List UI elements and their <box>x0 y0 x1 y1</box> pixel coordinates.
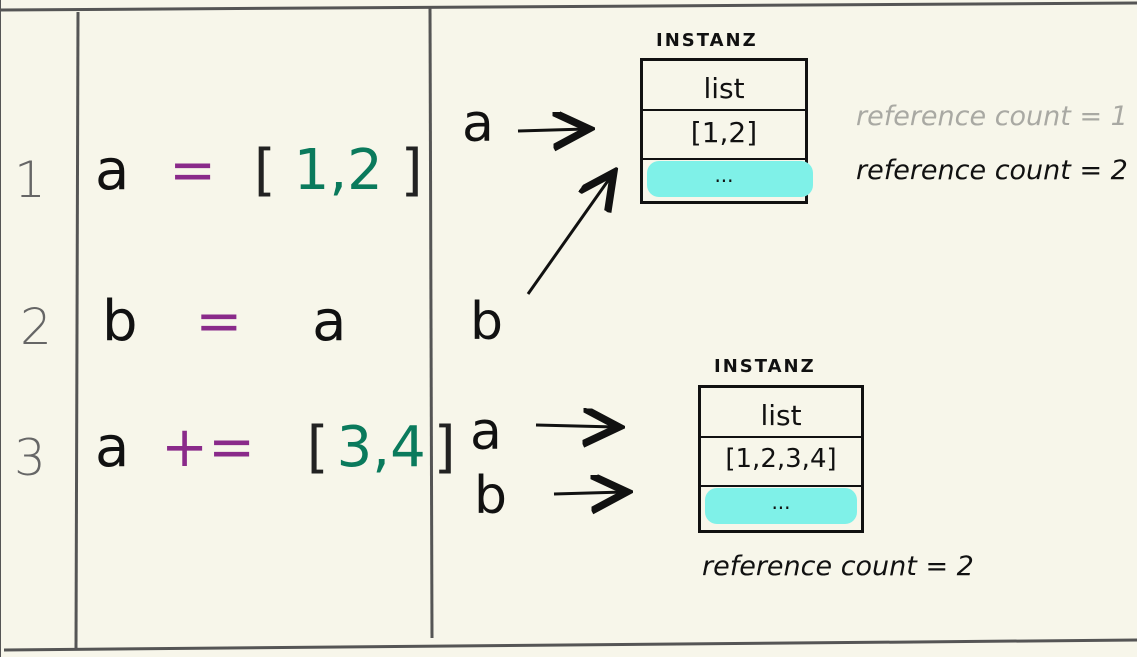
code-line-2: b = a <box>102 294 346 350</box>
top-instance-divider <box>643 158 805 160</box>
top-instance-caption: INSTANZ <box>656 30 758 51</box>
bottom-instance-divider <box>701 436 861 438</box>
bottom-instance-value: [1,2,3,4] <box>725 444 837 474</box>
code-line-1: a = [1,2] <box>95 143 423 199</box>
code-bracket-close: ] <box>433 415 456 480</box>
top-instance-type: list <box>703 72 745 105</box>
line-number-2: 2 <box>20 298 52 356</box>
top-refcount-old: reference count = 1 <box>856 101 1128 132</box>
top-label-a: a <box>462 94 494 154</box>
top-instance-divider <box>643 109 805 111</box>
bottom-label-a: a <box>470 402 502 462</box>
code-operator: = <box>195 289 243 354</box>
top-instance-value: [1,2] <box>690 116 758 149</box>
bottom-instance-highlight <box>705 488 857 524</box>
bottom-instance-type: list <box>760 399 802 432</box>
bottom-instance-caption: INSTANZ <box>714 356 816 377</box>
line-number-3: 3 <box>14 429 46 487</box>
code-rhs: a <box>312 289 347 354</box>
code-operator: += <box>161 415 255 480</box>
bottom-instance-ellipsis: ... <box>771 490 791 514</box>
code-var: b <box>102 289 138 354</box>
top-label-b: b <box>470 292 504 352</box>
top-refcount-new: reference count = 2 <box>856 155 1128 186</box>
code-bracket-open: [ <box>306 415 329 480</box>
top-instance-highlight <box>647 161 813 197</box>
code-bracket-open: [ <box>253 138 276 203</box>
code-bracket-close: ] <box>400 138 423 203</box>
code-values: 3,4 <box>336 415 426 480</box>
code-operator: = <box>169 138 217 203</box>
bottom-refcount: reference count = 2 <box>702 551 974 582</box>
bottom-instance-divider <box>701 485 861 487</box>
bottom-label-b: b <box>474 466 508 526</box>
top-instance-ellipsis: ... <box>714 163 734 187</box>
bottom-instance-box: list [1,2,3,4] ... <box>698 385 864 533</box>
code-var: a <box>95 415 130 480</box>
code-line-3: a += [3,4] <box>95 420 456 476</box>
code-var: a <box>95 138 130 203</box>
line-number-1: 1 <box>14 151 46 209</box>
code-values: 1,2 <box>293 138 383 203</box>
top-instance-box: list [1,2] ... <box>640 58 813 204</box>
